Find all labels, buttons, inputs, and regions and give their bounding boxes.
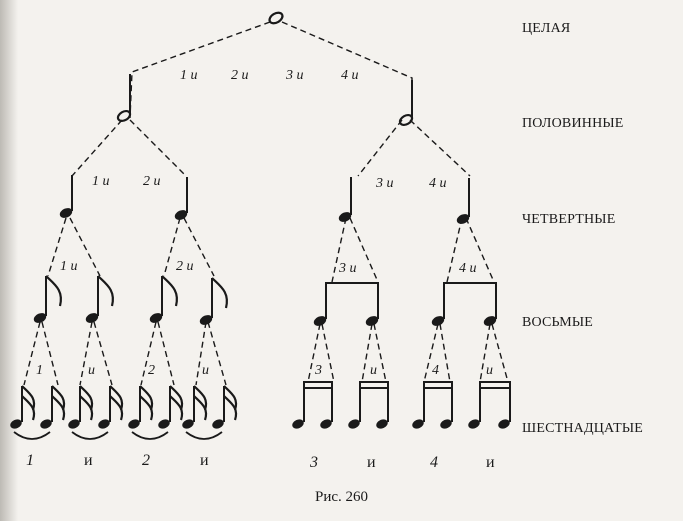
bottom-count: 1 [26, 452, 34, 469]
count-label: и [202, 363, 209, 378]
bottom-count: и [367, 454, 376, 471]
count-label: 1 и [60, 259, 78, 274]
bottom-count: 4 [430, 454, 438, 471]
counts-half: 1 и 2 и 3 и 4 и [92, 174, 447, 191]
count-label: 1 [36, 363, 43, 378]
tree-connectors [23, 21, 509, 386]
count-label: 3 [314, 363, 322, 378]
eighth-note [33, 275, 62, 323]
count-label: 2 и [176, 259, 194, 274]
figure-caption: Рис. 260 [314, 489, 369, 505]
bottom-count: и [486, 454, 495, 471]
count-label: 3 и [375, 176, 394, 191]
bottom-count: 2 [142, 452, 150, 469]
bottom-count: и [84, 452, 93, 469]
quarter-note-3 [338, 177, 352, 222]
count-label: 4 [432, 363, 439, 378]
row-label-half: ПОЛОВИННЫЕ [522, 116, 624, 131]
eighth-note [85, 275, 114, 323]
eighth-notes-flagged [33, 275, 228, 325]
eighth-notes-beamed [313, 282, 497, 326]
count-label: 4 и [459, 261, 477, 276]
count-label: 4 и [341, 68, 359, 83]
counts-eighth: 1 и 2 и 3 и 4 и [36, 363, 493, 378]
bottom-count: и [200, 452, 209, 469]
row-label-sixteenth: ШЕСТНАДЦАТЫЕ [522, 421, 644, 436]
count-label: 3 и [285, 68, 304, 83]
sixteenth-notes-flagged [10, 385, 238, 440]
count-label: 2 [148, 363, 155, 378]
row-label-quarter: ЧЕТВЕРТНЫЕ [522, 212, 616, 227]
whole-note [268, 11, 284, 25]
quarter-note-4 [456, 178, 470, 224]
counts-quarter: 1 и 2 и 3 и 4 и [60, 259, 477, 276]
row-label-eighth: ВОСЬМЫЕ [522, 315, 594, 330]
count-label: 4 и [429, 176, 447, 191]
page-shadow [0, 0, 18, 521]
count-label: 2 и [143, 174, 161, 189]
count-label: 2 и [231, 68, 249, 83]
count-label: 3 и [338, 261, 357, 276]
counts-bottom: 1 и 2 и 3 и 4 и [26, 452, 495, 471]
eighth-note [149, 275, 178, 323]
quarter-note-1 [59, 175, 73, 218]
count-label: 1 и [180, 68, 198, 83]
count-label: и [486, 363, 493, 378]
half-note-right [398, 80, 414, 127]
eighth-note [199, 277, 228, 325]
sixteenth-notes-beamed [292, 381, 511, 429]
quarter-note-2 [174, 177, 188, 220]
counts-whole: 1 и 2 и 3 и 4 и [180, 68, 359, 83]
bottom-count: 3 [309, 454, 318, 471]
count-label: 1 и [92, 174, 110, 189]
row-label-whole: ЦЕЛАЯ [522, 21, 571, 36]
count-label: и [370, 363, 377, 378]
half-note-left [116, 74, 132, 123]
count-label: и [88, 363, 95, 378]
